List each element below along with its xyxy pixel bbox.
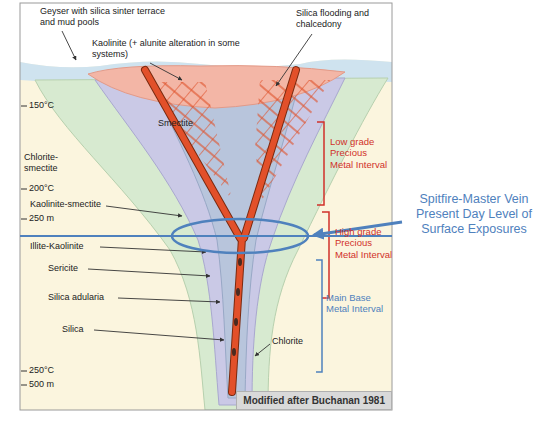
leader-line: [94, 330, 224, 340]
interval-label: Main Base Metal Interval: [326, 292, 392, 315]
zone-label: Kaolinite-smectite: [30, 199, 101, 210]
feature-label: Kaolinite (+ alunite alteration in some …: [92, 38, 252, 60]
sulfide-blob: [238, 258, 242, 266]
feature-label: Geyser with silica sinter terrace and mu…: [40, 6, 170, 28]
depth-tick: [21, 219, 27, 220]
interval-label: High grade Precious Metal Interval: [335, 226, 393, 260]
interval-label: Low grade Precious Metal Interval: [330, 136, 392, 170]
vein-right-branch: [244, 70, 296, 238]
zone-label: Chlorite-smectite: [24, 152, 70, 174]
stockwork-hatch: [255, 80, 330, 200]
frame: [20, 3, 392, 410]
ground-background: [20, 3, 392, 410]
leader-line: [150, 63, 182, 80]
leader-line: [106, 206, 182, 216]
depth-tick: [21, 189, 27, 190]
leader-line: [62, 31, 76, 60]
smectite-zone: [95, 78, 345, 405]
depth-label: 200°C: [29, 183, 54, 194]
depth-label: 150°C: [29, 100, 54, 111]
feature-label: Silica flooding and chalcedony: [296, 8, 388, 30]
zone-label: Illite-Kaolinite: [30, 241, 84, 252]
zone-label: Smectite: [158, 118, 193, 129]
sulfide-blob: [236, 288, 240, 296]
sulfide-blob: [232, 348, 236, 356]
credit-box: Modified after Buchanan 1981: [236, 391, 392, 410]
depth-tick: [21, 385, 27, 386]
vein-outline: [244, 70, 296, 238]
leader-line: [88, 269, 210, 276]
base-metal-bracket: [316, 260, 322, 372]
zone-label: Sericite: [48, 263, 78, 274]
sulfide-blob: [234, 318, 238, 326]
depth-tick: [21, 371, 27, 372]
depth-label: 250 m: [29, 213, 54, 224]
leader-line: [276, 34, 312, 86]
high-grade-bracket: [322, 212, 329, 298]
exposure-ellipse: [172, 219, 308, 253]
depth-label: 250°C: [29, 365, 54, 376]
depth-tick: [21, 106, 27, 107]
sky: [20, 3, 392, 67]
vein-outline: [232, 238, 242, 392]
zone-label: Chlorite: [272, 336, 303, 347]
credit-text: Modified after Buchanan 1981: [243, 395, 385, 406]
zone-label: Silica adularia: [48, 292, 104, 303]
vein-trunk: [232, 238, 242, 392]
depth-label: 500 m: [29, 379, 54, 390]
callout-text: Spitfire-Master Vein Present Day Level o…: [402, 192, 546, 237]
leader-line: [118, 298, 220, 302]
zone-label: Silica: [62, 324, 84, 335]
low-grade-bracket: [317, 122, 324, 205]
leader-line: [255, 344, 270, 356]
